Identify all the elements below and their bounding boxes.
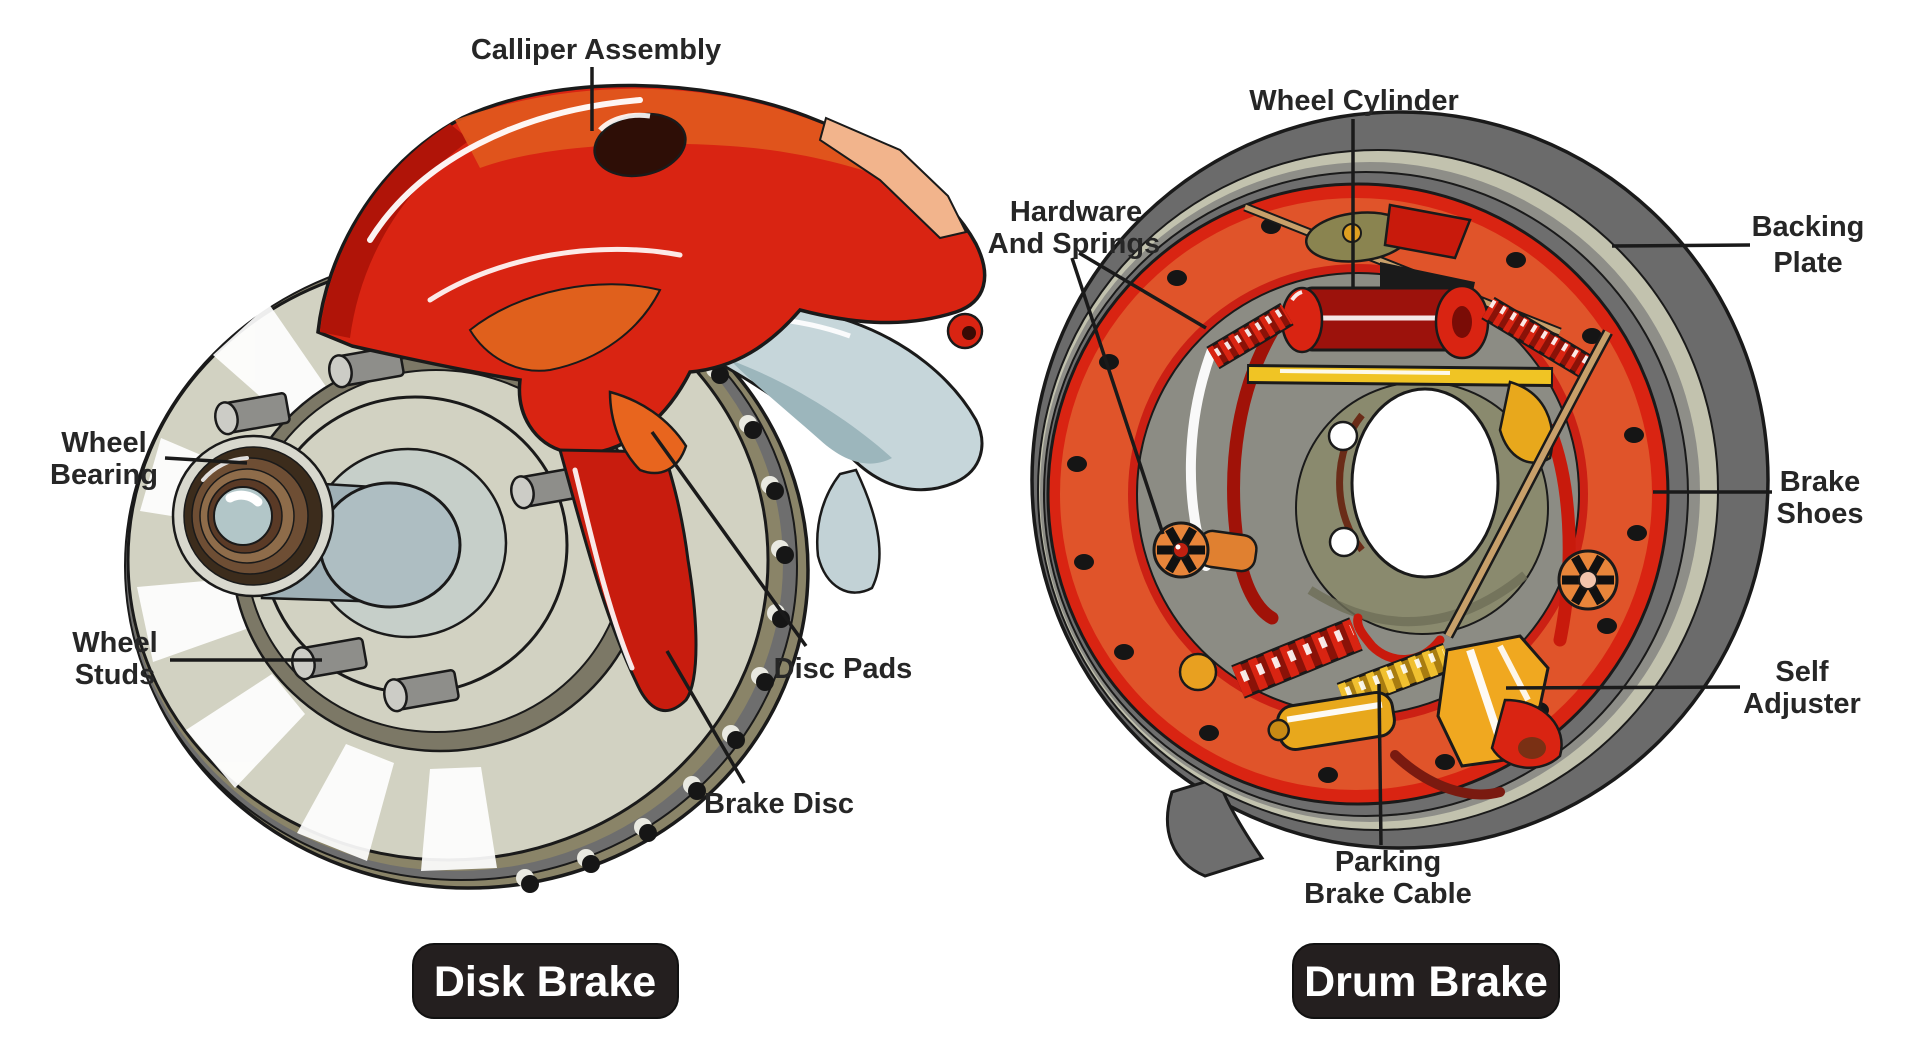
label-self-adjuster-2: Adjuster bbox=[1743, 688, 1861, 720]
parking-lever bbox=[1267, 691, 1505, 800]
label-wheel-studs-1: Wheel bbox=[72, 627, 157, 659]
backing-plate-rivets bbox=[1067, 210, 1647, 783]
retracting-spring-bottom bbox=[1178, 617, 1363, 699]
label-wheel-studs-2: Studs bbox=[75, 659, 156, 691]
return-spring-right bbox=[1481, 296, 1595, 380]
label-parking-brake-cable-2: Brake Cable bbox=[1304, 878, 1472, 910]
bolt-hole bbox=[1328, 526, 1360, 558]
star-adjuster-right bbox=[1557, 549, 1619, 611]
return-spring-left bbox=[1206, 302, 1294, 370]
wheel-bearing-part bbox=[171, 434, 335, 598]
drum-brake-badge: Drum Brake bbox=[1292, 943, 1560, 1019]
leader-wheel-bearing bbox=[164, 456, 248, 465]
leader-brake-disc bbox=[665, 650, 746, 784]
title-badges: Disk Brake Drum Brake bbox=[412, 943, 1560, 1019]
self-adjuster-part bbox=[1436, 634, 1563, 769]
leader-hardware-springs-2 bbox=[1070, 257, 1165, 535]
label-calliper-assembly: Calliper Assembly bbox=[471, 34, 721, 66]
label-disc-pads: Disc Pads bbox=[774, 653, 913, 685]
label-parking-brake-cable-1: Parking bbox=[1335, 846, 1441, 878]
label-brake-shoes-1: Brake bbox=[1780, 466, 1861, 498]
wheel-stud bbox=[328, 345, 405, 389]
leader-backing-plate bbox=[1611, 243, 1751, 248]
label-brake-disc: Brake Disc bbox=[704, 788, 854, 820]
label-brake-shoes-2: Shoes bbox=[1776, 498, 1863, 530]
leader-hardware-springs-1 bbox=[1078, 251, 1207, 330]
calliper-assembly-part bbox=[316, 83, 987, 712]
label-wheel-bearing-1: Wheel bbox=[61, 427, 146, 459]
caliper-claw bbox=[558, 448, 698, 712]
wheel-cylinder-part bbox=[1280, 284, 1490, 360]
leader-disc-pads bbox=[650, 430, 808, 648]
label-self-adjuster-1: Self bbox=[1775, 656, 1829, 688]
label-wheel-cylinder: Wheel Cylinder bbox=[1249, 85, 1459, 117]
star-adjuster-left bbox=[1152, 521, 1258, 579]
label-backing-plate-2: Plate bbox=[1773, 247, 1842, 279]
wheel-hub bbox=[171, 345, 587, 713]
drum-brake-illustration bbox=[1030, 110, 1770, 878]
disk-brake-illustration bbox=[124, 83, 987, 893]
brake-shoe-right bbox=[1543, 423, 1576, 647]
leader-self-adjuster bbox=[1505, 685, 1741, 690]
axle-hole bbox=[1350, 387, 1500, 579]
label-hardware-springs-2: And Springs bbox=[988, 228, 1160, 260]
label-wheel-bearing-2: Bearing bbox=[50, 459, 158, 491]
disk-brake-title: Disk Brake bbox=[434, 958, 656, 1006]
disk-brake-badge: Disk Brake bbox=[412, 943, 679, 1019]
caliper-strip bbox=[818, 116, 968, 240]
leader-lines bbox=[164, 67, 1772, 846]
drum-mount-tab bbox=[1165, 776, 1265, 878]
wheel-stud bbox=[383, 669, 460, 713]
wheel-stud bbox=[214, 392, 291, 436]
parking-cable-spring bbox=[1336, 642, 1454, 712]
shoe-strut-bar bbox=[1246, 364, 1554, 387]
wheel-stud bbox=[291, 637, 368, 681]
part-labels: Calliper Assembly Wheel Bearing Wheel St… bbox=[50, 34, 1864, 910]
label-backing-plate-1: Backing bbox=[1752, 211, 1865, 243]
label-hardware-springs-1: Hardware bbox=[1010, 196, 1142, 228]
drum-brake-title: Drum Brake bbox=[1304, 958, 1548, 1006]
leader-parking-brake-cable bbox=[1377, 683, 1383, 846]
bolt-hole bbox=[1327, 420, 1359, 452]
